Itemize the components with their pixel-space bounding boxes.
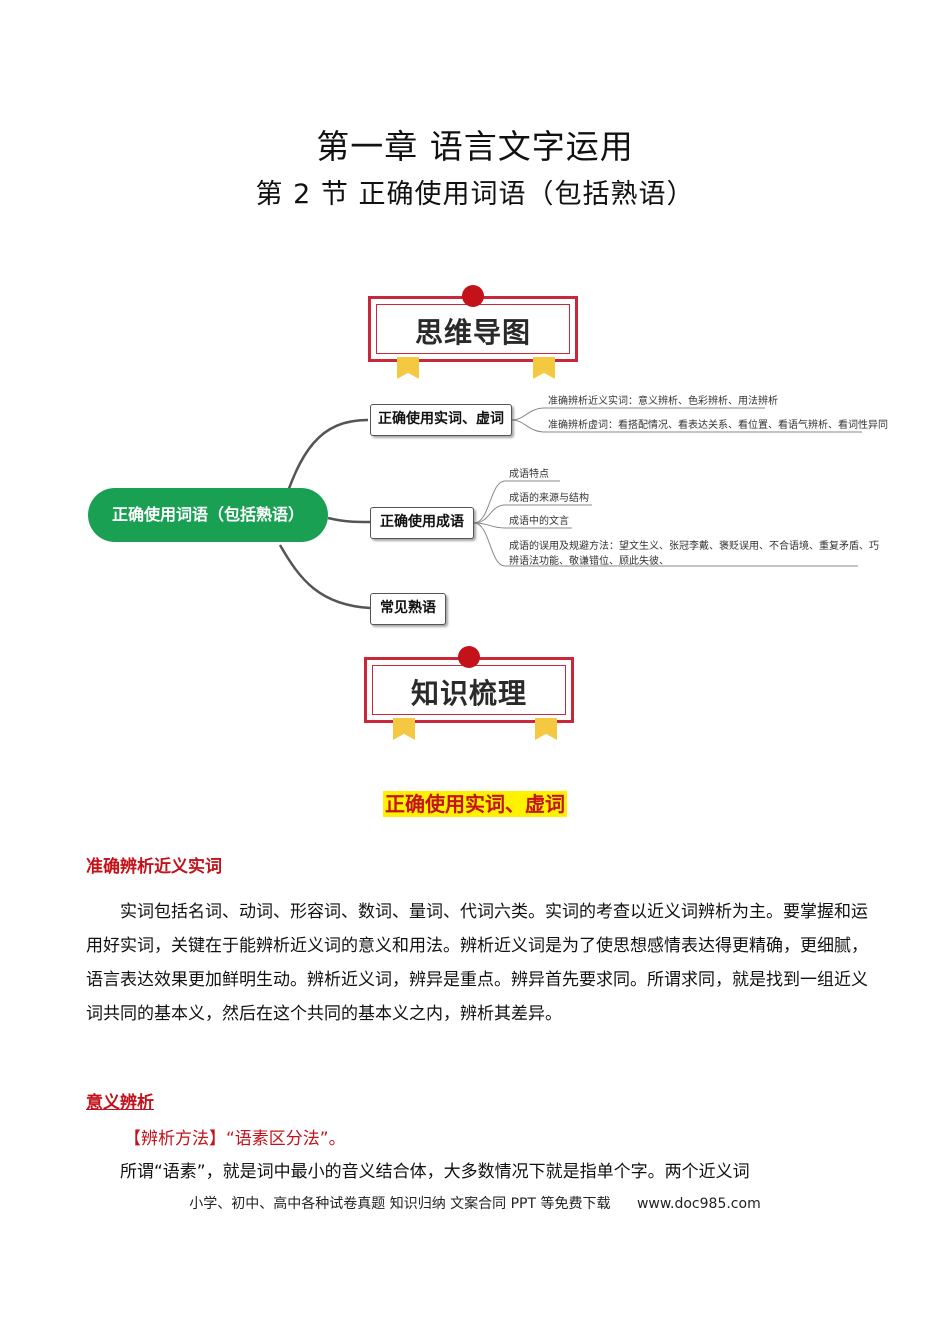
content-section-title: 正确使用实词、虚词 — [0, 788, 950, 817]
red-dot-icon — [458, 646, 480, 668]
ribbon-icon — [533, 357, 555, 379]
knowledge-banner: 知识梳理 — [364, 646, 574, 740]
mindmap-leaf: 成语中的文言 — [509, 516, 569, 527]
connector-leaf — [511, 407, 765, 421]
footer-text: 小学、初中、高中各种试卷真题 知识归纳 文案合同 PPT 等免费下载 — [189, 1196, 611, 1212]
method-text: “语素区分法”。 — [226, 1129, 346, 1149]
connector-branch-3 — [278, 544, 371, 610]
connector-branch-2 — [327, 516, 371, 524]
ribbon-icon — [535, 718, 557, 740]
knowledge-banner-label: 知识梳理 — [410, 677, 527, 710]
mindmap-branch-3: 常见熟语 — [370, 593, 446, 625]
paragraph-morpheme: 所谓“语素”，就是词中最小的音义结合体，大多数情况下就是指单个字。两个近义词 — [120, 1162, 750, 1182]
method-line: 【辨析方法】“语素区分法”。 — [124, 1124, 346, 1149]
ribbon-icon — [397, 357, 419, 379]
mindmap-banner: 思维导图 — [368, 285, 578, 379]
method-label: 【辨析方法】 — [124, 1129, 226, 1149]
connector-leaf — [473, 480, 560, 524]
page-footer: 小学、初中、高中各种试卷真题 知识归纳 文案合同 PPT 等免费下载 www.d… — [0, 1193, 950, 1213]
connector-leaf — [511, 419, 862, 433]
mindmap-banner-label: 思维导图 — [414, 316, 531, 349]
mindmap-leaf: 准确辨析虚词：看搭配情况、看表达关系、看位置、看语气辨析、看词性异同 — [548, 420, 888, 431]
mindmap-branch-2: 正确使用成语 — [370, 507, 474, 539]
mindmap-leaf: 成语特点 — [509, 469, 549, 480]
paragraph-content-words: 实词包括名词、动词、形容词、数词、量词、代词六类。实词的考查以近义词辨析为主。要… — [86, 902, 868, 1024]
mindmap-leaf: 准确辨析近义实词：意义辨析、色彩辨析、用法辨析 — [548, 396, 778, 407]
mindmap-root-node: 正确使用词语（包括熟语） — [88, 488, 328, 542]
connector-leaf — [473, 522, 858, 567]
mindmap-leaf: 辨语法功能、敬谦错位、顾此失彼、 — [509, 556, 669, 567]
mindmap-branch-1: 正确使用实词、虚词 — [370, 404, 512, 436]
ribbon-icon — [393, 718, 415, 740]
section-title: 第 2 节 正确使用词语（包括熟语） — [255, 179, 695, 210]
footer-url-link[interactable]: www.doc985.com — [636, 1196, 761, 1212]
connector-leaf — [473, 504, 592, 524]
chapter-title: 第一章 语言文字运用 — [316, 127, 634, 166]
heading-synonym-content-words: 准确辨析近义实词 — [86, 857, 222, 877]
content-section-title-text: 正确使用实词、虚词 — [383, 791, 567, 817]
mindmap-leaf: 成语的来源与结构 — [509, 493, 589, 504]
heading-meaning-analysis: 意义辨析 — [86, 1093, 154, 1113]
mindmap-leaf: 成语的误用及规避方法：望文生义、张冠李戴、褒贬误用、不合语境、重复矛盾、巧 — [509, 541, 879, 552]
connector-leaf — [473, 522, 572, 529]
mindmap-connectors — [278, 407, 862, 610]
red-dot-icon — [462, 285, 484, 307]
